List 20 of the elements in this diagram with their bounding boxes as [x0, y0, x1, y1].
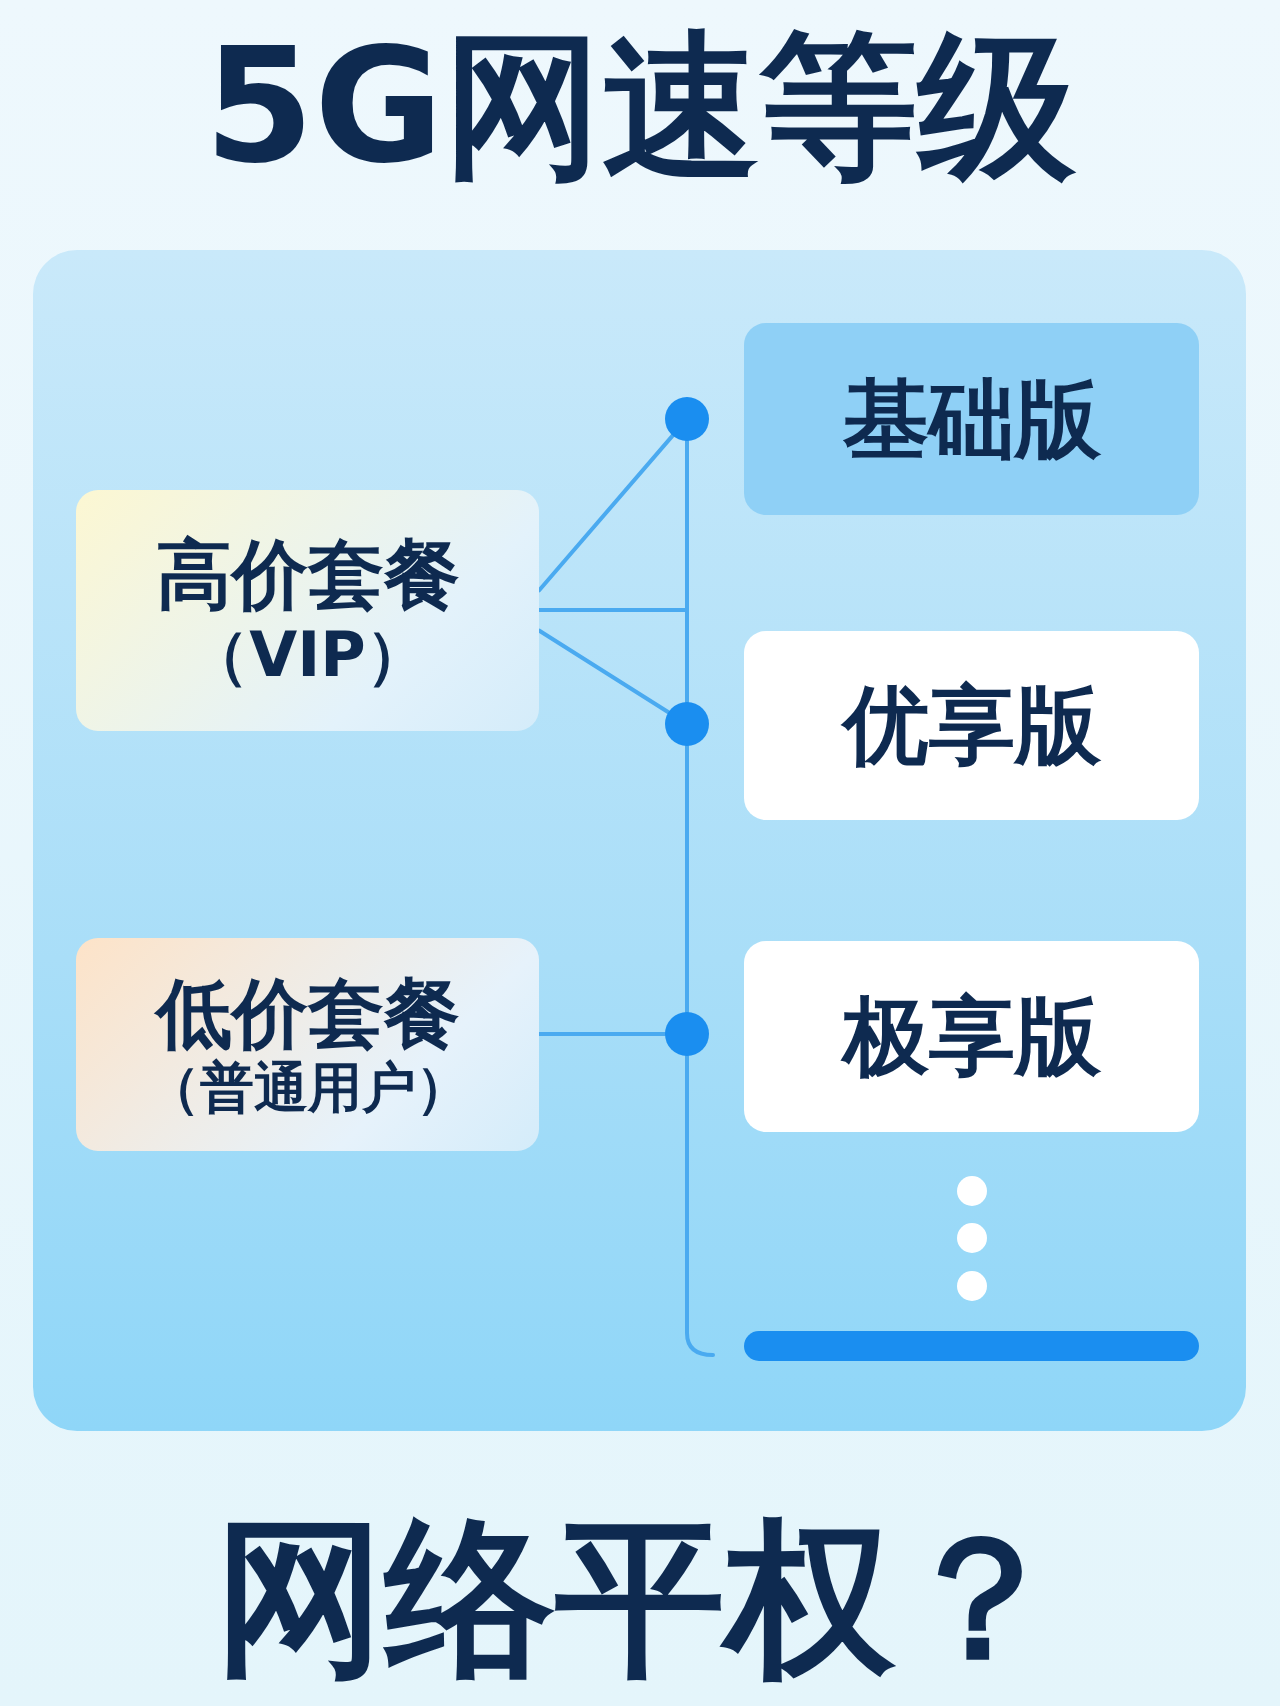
- connector-line: [537, 628, 671, 715]
- plan-box: [744, 631, 1199, 820]
- plan-label: 优享版: [842, 676, 1101, 775]
- plan-note: （普通用户）: [145, 1057, 470, 1120]
- plan-box: [76, 938, 539, 1151]
- title: 5G网速等级: [203, 20, 1077, 194]
- plan-box: [744, 941, 1199, 1132]
- connector-line: [685, 439, 689, 704]
- connector-line: [537, 433, 675, 593]
- connector-line: [685, 744, 689, 1014]
- plan-box: [744, 323, 1199, 515]
- plan-note: （VIP）: [187, 618, 428, 690]
- caption: 网络平权？: [214, 1505, 1066, 1692]
- plan-label: 基础版: [842, 369, 1101, 469]
- plan-box: [76, 490, 539, 731]
- connector-line: [685, 1054, 715, 1357]
- plan-label: 极享版: [842, 987, 1101, 1086]
- connector-line: [537, 1032, 667, 1036]
- plan-label: 高价套餐: [155, 531, 460, 619]
- plan-label: 低价套餐: [155, 969, 460, 1058]
